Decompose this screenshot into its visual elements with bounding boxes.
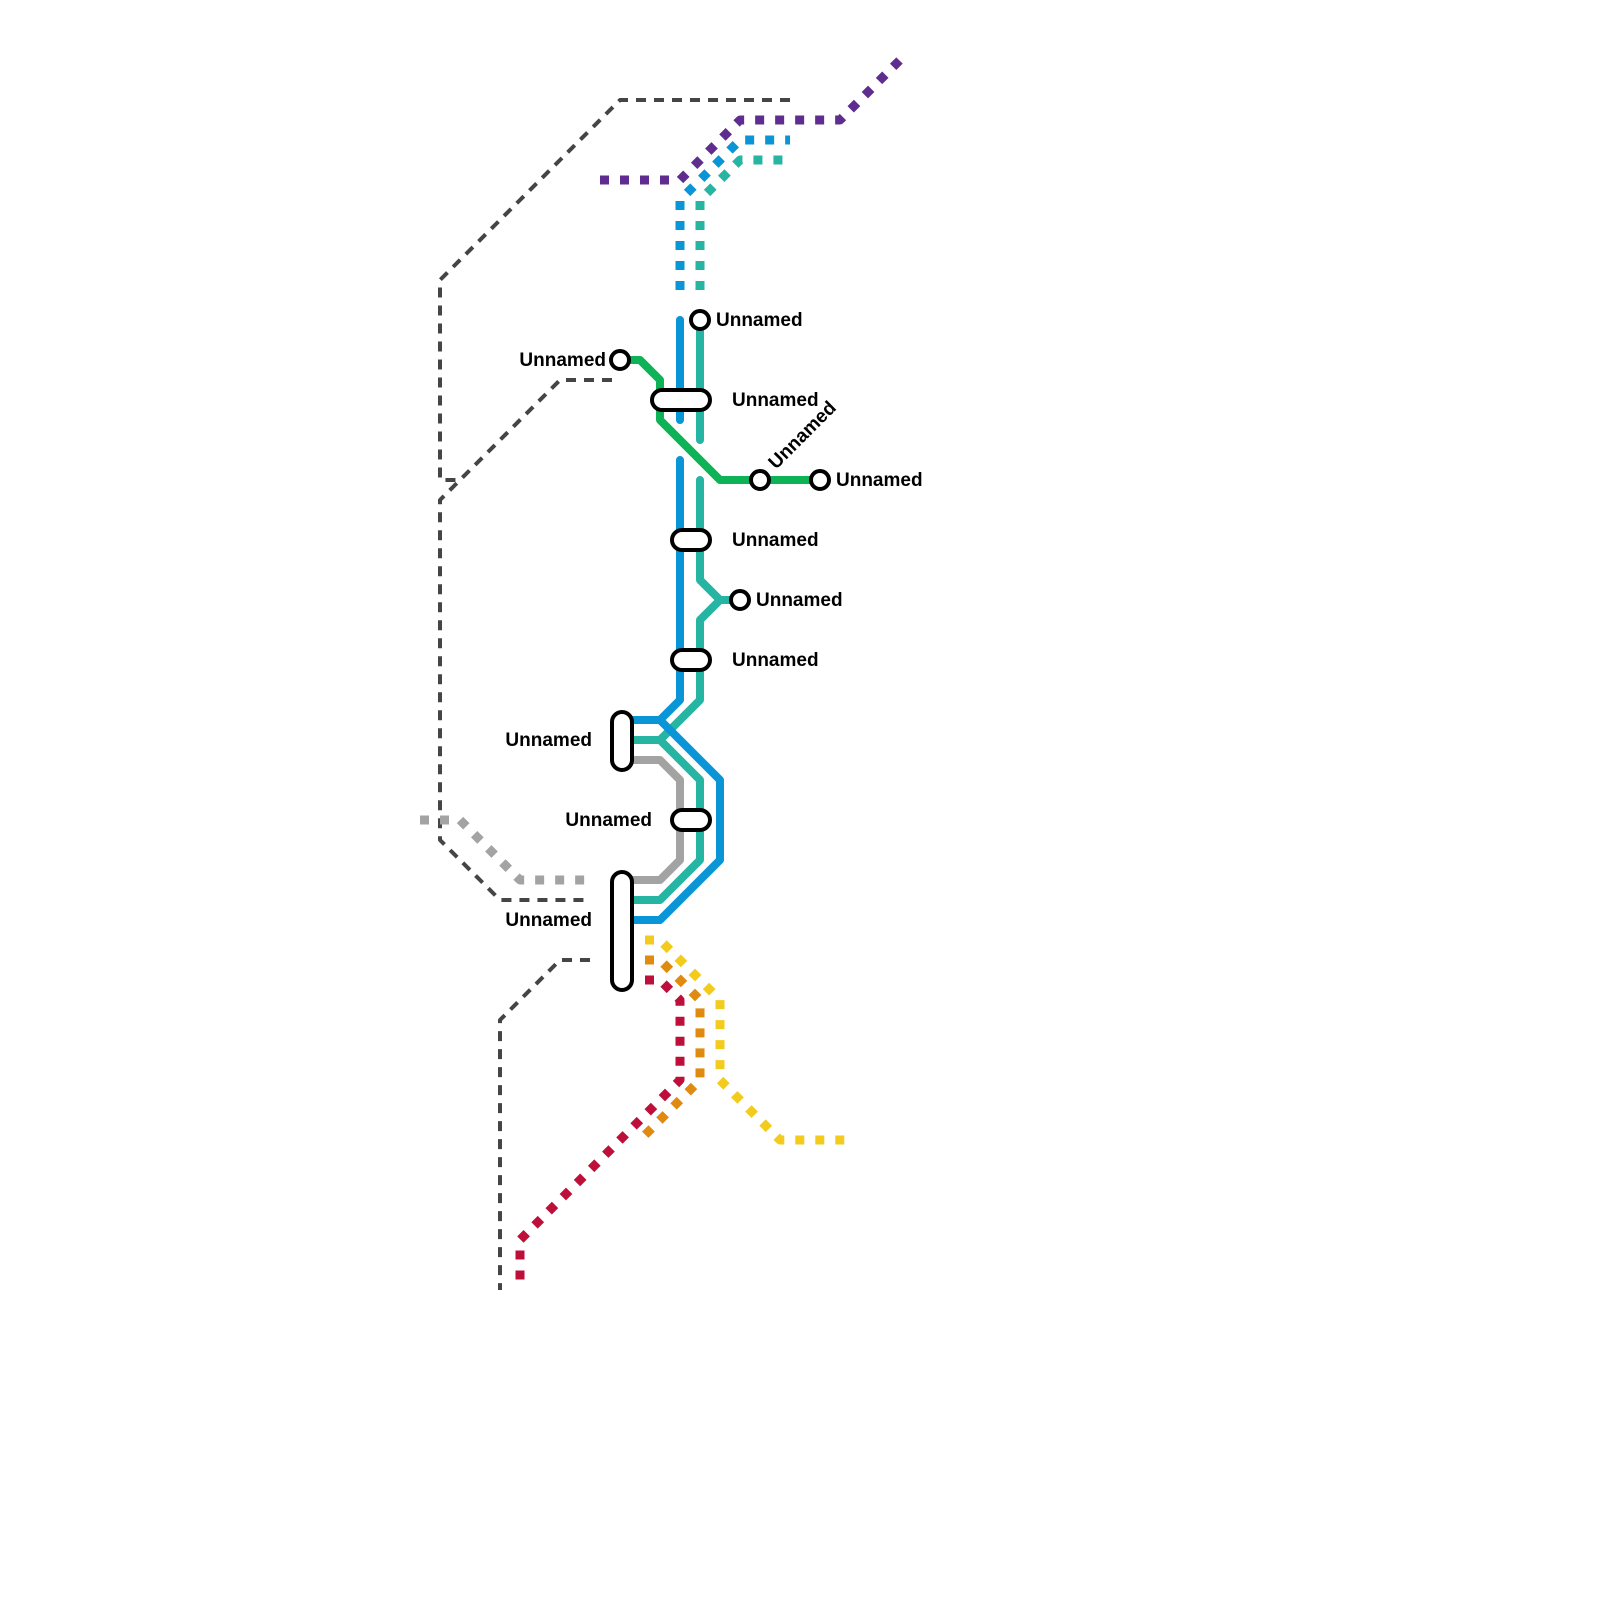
dark-dashed-route-west[interactable] [438,378,612,902]
station-north-teal-stop[interactable] [689,309,711,331]
dark-dashed-route-south[interactable] [498,958,590,1290]
station-labels: Unnamed Unnamed Unnamed Unnamed Unnamed … [505,310,922,931]
station-green-stop-diagonal[interactable] [749,469,771,491]
label-west-interchange-lower: Unnamed [505,910,592,931]
station-teal-branch-stop[interactable] [729,589,751,611]
dotted-routes [420,56,904,1290]
station-interchange-south[interactable] [670,648,712,672]
label-interchange-north: Unnamed [732,390,819,411]
purple-dotted-line[interactable] [600,56,904,185]
solid-routes [616,316,824,924]
station-south-interchange[interactable] [670,808,712,832]
grey-dotted-line[interactable] [420,815,590,885]
label-green-terminus-west: Unnamed [519,350,606,371]
station-west-interchange-lower[interactable] [610,870,634,992]
dashed-routes [438,98,790,1290]
station-green-terminus-west[interactable] [609,349,631,371]
stations [609,309,831,992]
station-green-terminus-east[interactable] [809,469,831,491]
label-west-interchange-upper: Unnamed [505,730,592,751]
label-south-interchange: Unnamed [565,810,652,831]
label-teal-branch-stop: Unnamed [756,590,843,611]
teal-dotted-line[interactable] [695,155,790,290]
station-interchange-north[interactable] [650,388,712,412]
label-north-teal-stop: Unnamed [716,310,803,331]
label-interchange-south: Unnamed [732,650,819,671]
blue-line-main[interactable] [618,456,724,924]
dark-dashed-route-north[interactable] [438,98,790,482]
label-interchange-middle: Unnamed [732,530,819,551]
station-west-interchange-upper[interactable] [610,710,634,772]
red-dotted-line[interactable] [515,975,685,1290]
blue-dotted-line[interactable] [675,135,790,290]
station-interchange-middle[interactable] [670,528,712,552]
label-green-terminus-east: Unnamed [836,470,923,491]
